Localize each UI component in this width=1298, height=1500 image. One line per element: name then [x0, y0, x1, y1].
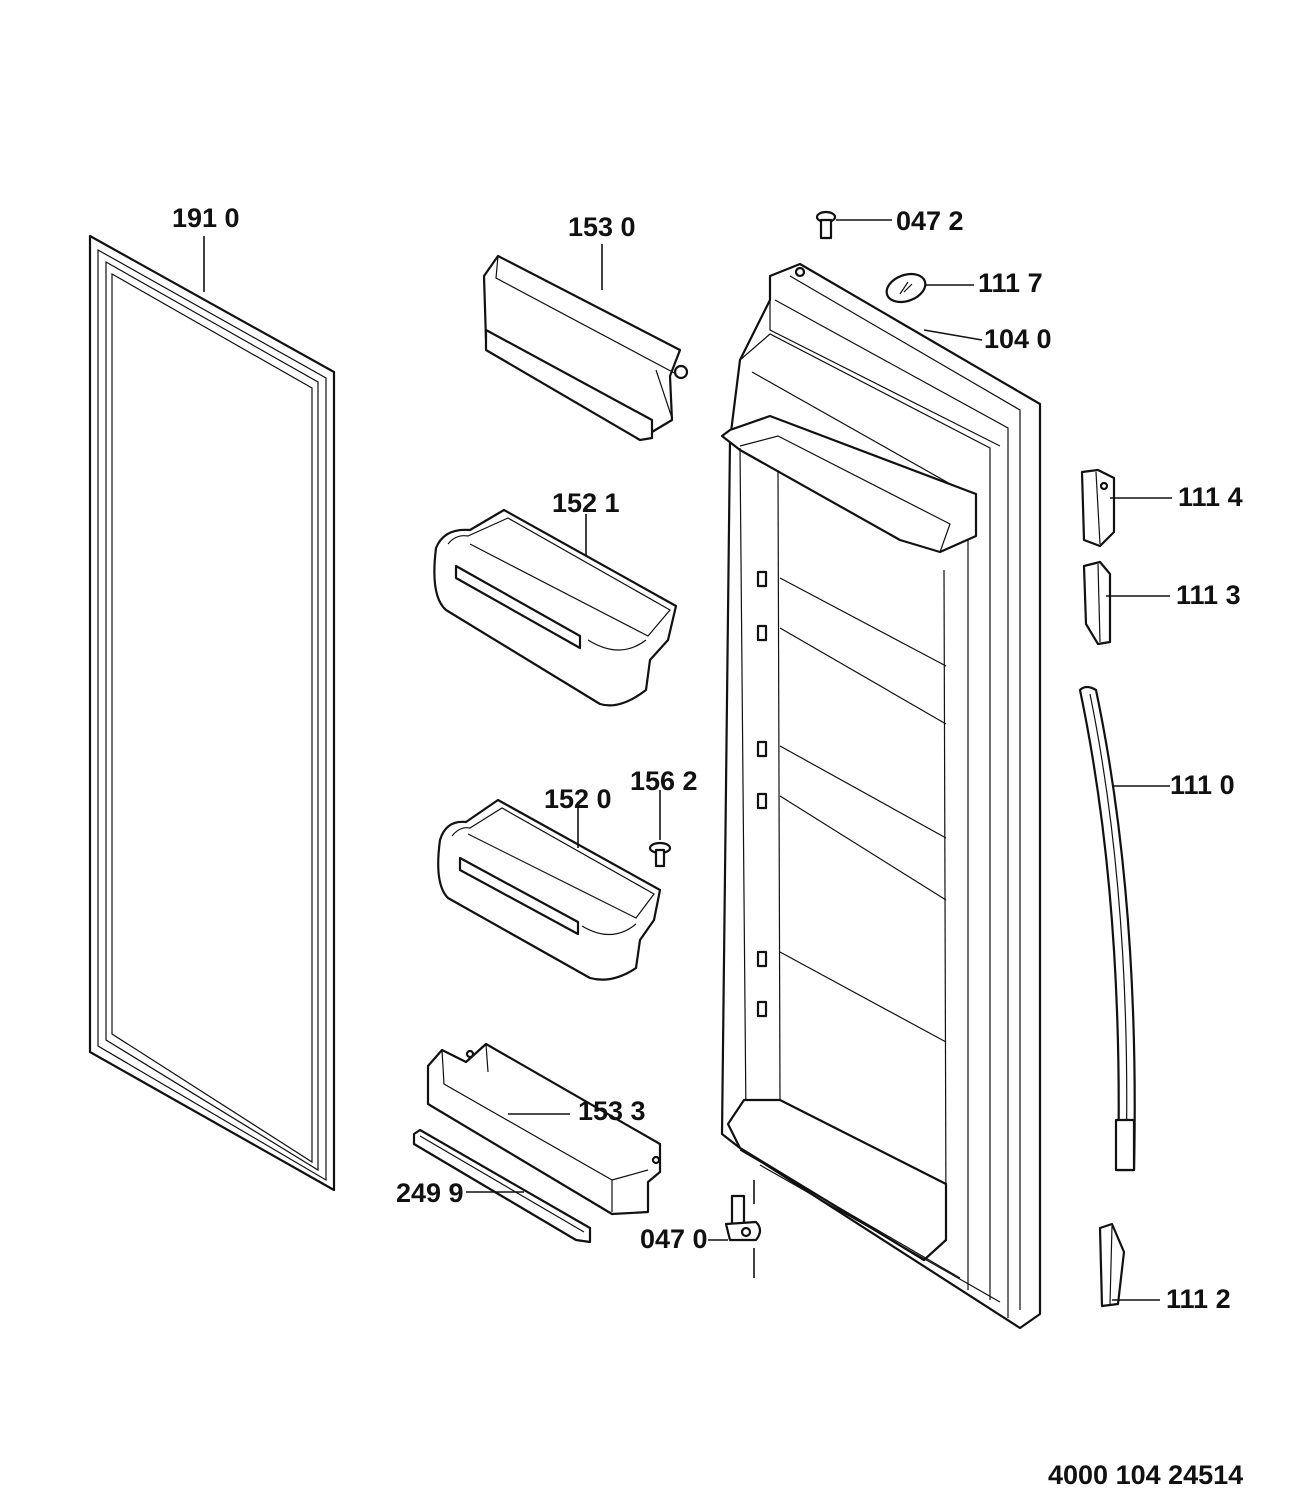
label-111-3: 111 3 — [1176, 580, 1241, 610]
label-153-0: 153 0 — [568, 212, 636, 242]
lower-door-bin-part — [437, 798, 662, 981]
door-part — [720, 262, 1042, 1330]
label-249-9: 249 9 — [396, 1178, 464, 1208]
handle-bottom-cap-part — [1098, 1222, 1126, 1308]
label-111-2: 111 2 — [1166, 1284, 1231, 1314]
label-191-0: 191 0 — [172, 203, 240, 233]
bottom-hinge-pin-part — [724, 1180, 762, 1278]
label-156-2: 156 2 — [630, 766, 698, 796]
label-111-0: 111 0 — [1170, 770, 1235, 800]
label-153-3: 153 3 — [578, 1096, 646, 1126]
trim-strip-part — [412, 1128, 592, 1244]
upper-door-bin-part — [433, 508, 678, 707]
handle-cap-part — [885, 272, 927, 304]
label-047-2: 047 2 — [896, 206, 964, 236]
label-111-7: 111 7 — [978, 268, 1043, 298]
bin-screw-part — [648, 841, 672, 868]
label-152-1: 152 1 — [552, 488, 620, 518]
handle-top-cap-part — [1082, 560, 1112, 646]
leader-104-0 — [923, 329, 983, 341]
door-handle-part — [1078, 685, 1136, 1172]
bottom-shelf-part — [426, 1042, 662, 1216]
door-gasket-part — [88, 234, 336, 1192]
label-104-0: 104 0 — [984, 324, 1052, 354]
label-111-4: 111 4 — [1178, 482, 1243, 512]
upper-hinge-part — [1080, 468, 1116, 548]
top-cover-part — [482, 254, 689, 442]
label-152-0: 152 0 — [544, 784, 612, 814]
document-id: 4000 104 24514 — [1048, 1460, 1244, 1490]
screw-top-part — [815, 210, 837, 240]
label-047-0: 047 0 — [640, 1224, 708, 1254]
